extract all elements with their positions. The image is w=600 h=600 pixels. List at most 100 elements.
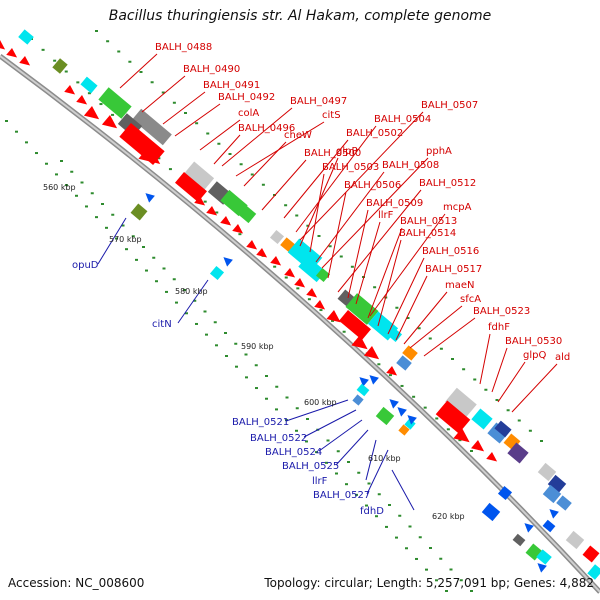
gene-label-forward: BALH_0516 (422, 246, 479, 257)
tick-dot (121, 224, 125, 227)
tick-dot (284, 204, 288, 207)
gene-block (345, 293, 379, 325)
tick-dot (131, 235, 135, 238)
tick-dot (296, 287, 300, 290)
gene-block (542, 519, 556, 533)
gene-arrow (19, 56, 31, 66)
tick-dot (255, 387, 258, 390)
gene-block (536, 549, 552, 565)
kbp-label: 580 kbp (175, 287, 208, 296)
tick-dot (80, 181, 84, 184)
gene-label-reverse: fdhD (360, 506, 384, 517)
gene-label-reverse: BALH_0525 (282, 461, 339, 472)
tick-dot (429, 547, 432, 549)
tick-dot (435, 579, 438, 582)
gene-label-forward: BALH_0504 (374, 114, 431, 125)
tick-dot (365, 504, 368, 507)
tick-dot (295, 429, 298, 432)
gene-block (587, 564, 600, 580)
gene-leader (162, 91, 206, 125)
gene-block (183, 161, 215, 191)
gene-label-forward: BALH_0490 (183, 64, 240, 75)
tick-dot (451, 358, 454, 360)
tick-dot (234, 342, 238, 345)
gene-leader (141, 75, 186, 113)
gene-label-forward: glpP (336, 146, 358, 157)
kbp-label: 570 kbp (109, 235, 142, 244)
gene-features (0, 29, 600, 580)
gene-leader (479, 333, 491, 385)
gene-arrow (256, 248, 268, 258)
gene-block (132, 108, 172, 146)
label-leaders (97, 53, 558, 511)
gene-leader (395, 275, 428, 341)
gene-leader (387, 257, 425, 335)
gene-arrow (351, 335, 368, 350)
gene-arrow (232, 224, 244, 234)
tick-dot (439, 557, 443, 560)
gene-label-forward: BALH_0491 (203, 80, 260, 91)
tick-dot (445, 590, 448, 592)
tick-dot (250, 173, 254, 176)
gene-block (237, 204, 257, 224)
tick-dot (415, 557, 418, 560)
gene-leader (119, 53, 158, 89)
tick-dot (315, 451, 318, 454)
tick-dot (76, 81, 80, 84)
tick-dot (195, 122, 199, 125)
tick-dot (261, 183, 265, 186)
gene-leader (321, 157, 429, 269)
tick-dot (60, 160, 63, 162)
tick-dot (215, 344, 218, 347)
gene-leader (377, 239, 402, 327)
gene-block (130, 203, 148, 221)
tick-dot (328, 245, 332, 248)
gene-block (582, 545, 600, 563)
tick-dot (65, 184, 68, 187)
gene-label-forward: BALH_0508 (382, 160, 439, 171)
tick-dot (528, 429, 532, 432)
map-title: Bacillus thuringiensis str. Al Hakam, co… (108, 8, 492, 24)
tick-dot (306, 418, 309, 420)
tick-dot (195, 322, 198, 325)
tick-dot (155, 280, 158, 283)
gene-leader (285, 399, 349, 422)
tick-dot (172, 101, 176, 104)
gene-block (487, 422, 509, 444)
gene-block (356, 383, 370, 397)
topology-text: Topology: circular; Length: 5,257,091 bp… (264, 576, 594, 590)
gene-label-reverse: llrF (312, 476, 328, 487)
gene-arrow (369, 375, 379, 385)
tick-dot (423, 406, 427, 409)
gene-label-forward: sfcA (460, 294, 481, 305)
tick-dot (168, 168, 172, 171)
tick-dot (225, 355, 228, 357)
gene-block (52, 58, 68, 74)
gene-label-forward: mcpA (443, 202, 472, 213)
tick-dot (295, 214, 299, 217)
tick-dot (357, 471, 361, 474)
tick-dot (285, 419, 288, 422)
tick-dot (473, 378, 477, 381)
gene-labels: BALH_0488BALH_0490BALH_0491BALH_0492colA… (72, 42, 570, 517)
gene-arrow (0, 40, 6, 50)
tick-dot (55, 173, 58, 176)
gene-leader (97, 217, 127, 265)
gene-arrow (294, 278, 306, 288)
tick-dot (175, 301, 178, 304)
gene-label-forward: BALH_0488 (155, 42, 212, 53)
tick-dot (215, 211, 219, 214)
gene-block (396, 355, 412, 371)
tick-dot (265, 375, 268, 377)
gene-label-forward: fdhF (488, 322, 510, 333)
tick-dot (161, 91, 165, 94)
tick-dot (165, 290, 168, 293)
tick-dot (285, 396, 289, 399)
gene-leader (335, 429, 369, 466)
tick-dot (326, 439, 330, 442)
gene-arrow (389, 399, 399, 409)
gene-block (481, 502, 501, 522)
gene-arrow (206, 206, 218, 216)
tick-dot (449, 568, 453, 571)
gene-label-forward: BALH_0514 (399, 228, 456, 239)
